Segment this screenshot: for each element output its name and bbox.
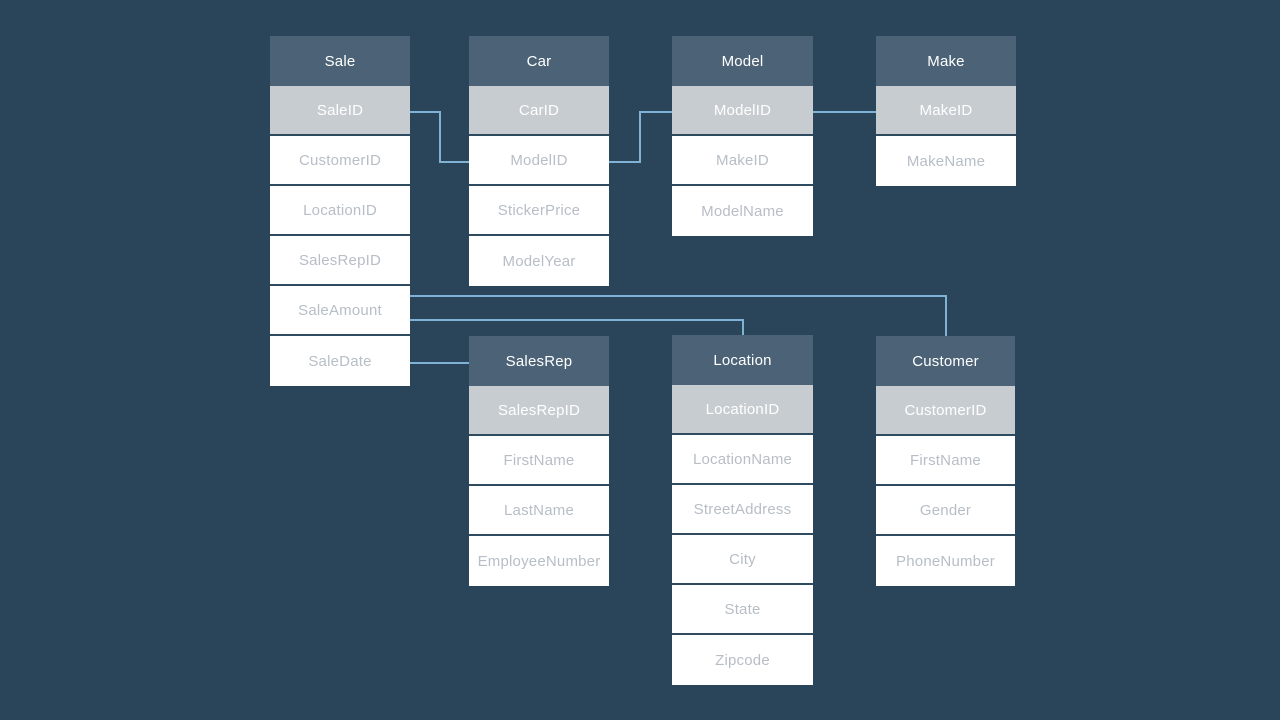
entity-title-make: Make — [876, 36, 1016, 86]
entity-title-model: Model — [672, 36, 813, 86]
field-row-firstname[interactable]: FirstName — [469, 436, 609, 486]
entity-title-location: Location — [672, 335, 813, 385]
entity-title-customer: Customer — [876, 336, 1015, 386]
field-row-modelyear[interactable]: ModelYear — [469, 236, 609, 286]
field-row-makeid[interactable]: MakeID — [672, 136, 813, 186]
field-row-modelname[interactable]: ModelName — [672, 186, 813, 236]
field-row-locationid[interactable]: LocationID — [270, 186, 410, 236]
entity-title-car: Car — [469, 36, 609, 86]
field-row-saleamount[interactable]: SaleAmount — [270, 286, 410, 336]
field-row-phonenumber[interactable]: PhoneNumber — [876, 536, 1015, 586]
primary-key-row-salesrepid[interactable]: SalesRepID — [469, 386, 609, 436]
primary-key-row-modelid[interactable]: ModelID — [672, 86, 813, 136]
field-row-streetaddress[interactable]: StreetAddress — [672, 485, 813, 535]
relationship-line-car-to-model — [609, 111, 672, 163]
primary-key-row-saleid[interactable]: SaleID — [270, 86, 410, 136]
field-row-employeenumber[interactable]: EmployeeNumber — [469, 536, 609, 586]
field-row-firstname[interactable]: FirstName — [876, 436, 1015, 486]
primary-key-row-customerid[interactable]: CustomerID — [876, 386, 1015, 436]
primary-key-row-locationid[interactable]: LocationID — [672, 385, 813, 435]
field-row-customerid[interactable]: CustomerID — [270, 136, 410, 186]
primary-key-row-carid[interactable]: CarID — [469, 86, 609, 136]
field-row-locationname[interactable]: LocationName — [672, 435, 813, 485]
field-row-saledate[interactable]: SaleDate — [270, 336, 410, 386]
field-row-gender[interactable]: Gender — [876, 486, 1015, 536]
relationship-line-sale-to-car — [410, 111, 469, 163]
relationship-line-sale-to-customer — [410, 295, 947, 336]
primary-key-row-makeid[interactable]: MakeID — [876, 86, 1016, 136]
field-row-salesrepid[interactable]: SalesRepID — [270, 236, 410, 286]
field-row-modelid[interactable]: ModelID — [469, 136, 609, 186]
field-row-zipcode[interactable]: Zipcode — [672, 635, 813, 685]
field-row-state[interactable]: State — [672, 585, 813, 635]
field-row-city[interactable]: City — [672, 535, 813, 585]
entity-title-sale: Sale — [270, 36, 410, 86]
field-row-stickerprice[interactable]: StickerPrice — [469, 186, 609, 236]
relationship-line-sale-to-location — [410, 319, 744, 335]
field-row-lastname[interactable]: LastName — [469, 486, 609, 536]
field-row-makename[interactable]: MakeName — [876, 136, 1016, 186]
entity-title-salesrep: SalesRep — [469, 336, 609, 386]
